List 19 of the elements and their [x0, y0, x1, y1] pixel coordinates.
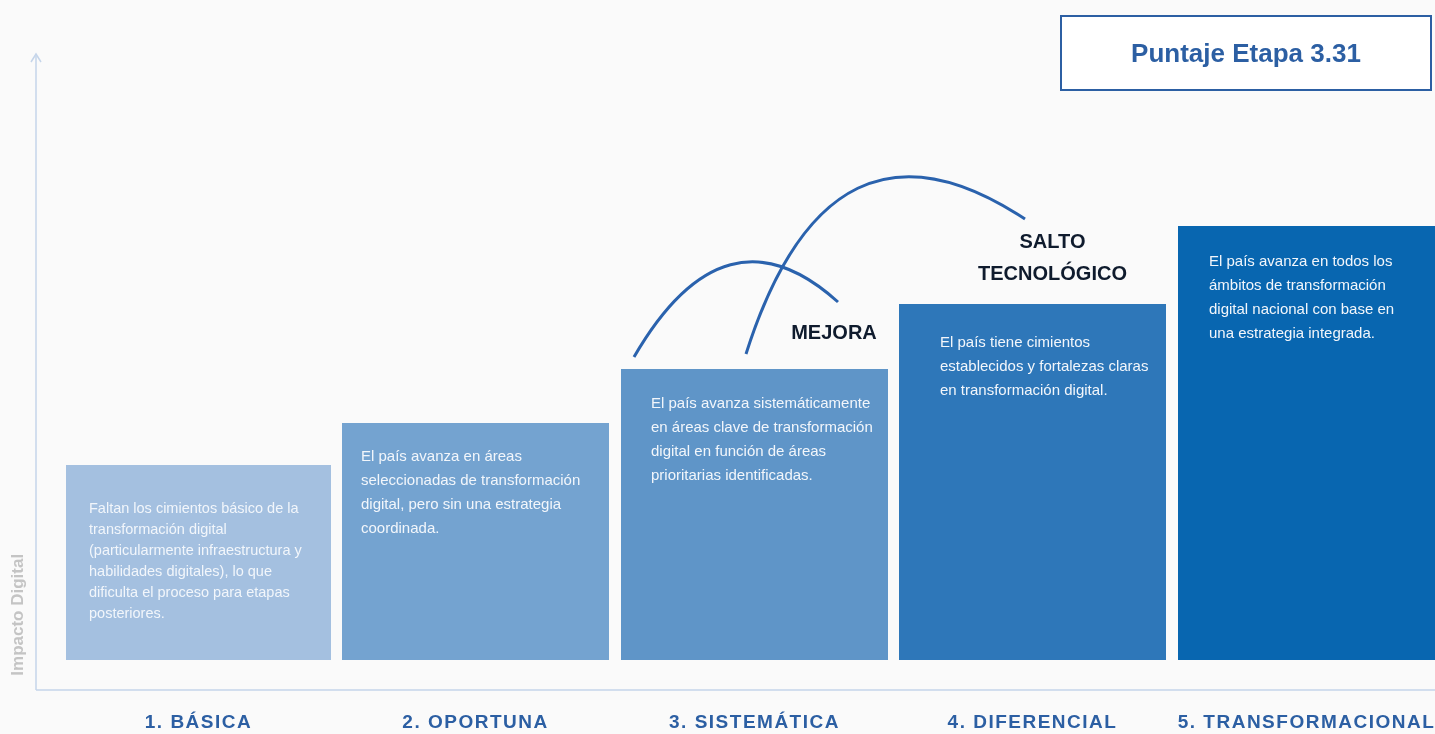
stage-name: 4. DIFERENCIAL: [947, 710, 1118, 734]
score-text: Puntaje Etapa 3.31: [1131, 36, 1361, 70]
stage-name: 2. OPORTUNA: [402, 710, 549, 734]
stage-name: 5. TRANSFORMACIONAL: [1177, 710, 1435, 734]
stage-description: El país tiene cimientos establecidos y fortalezas claras en transformación digital.: [940, 332, 1150, 400]
stage-box: [66, 465, 331, 660]
stage-box: [1178, 226, 1435, 660]
stage-name: 3. SISTEMÁTICA: [669, 710, 840, 734]
jump-label: SALTO TECNOLÓGICO: [977, 229, 1128, 286]
stage-description: El país avanza en áreas seleccionadas de transformación digital, pero sin una estrategia coordinada.: [361, 446, 582, 538]
jump-label: MEJORA: [791, 320, 877, 345]
stage-description: Faltan los cimientos básico de la transformación digital (particularmente infraestructura y habilidades digitales), lo que dificulta el proceso para etapas posteriores.: [89, 499, 303, 623]
stage-description: El país avanza sistemáticamente en áreas clave de transformación digital en función de áreas prioritarias identificadas.: [651, 393, 874, 485]
stage-box: [899, 304, 1166, 660]
stage-box: [342, 423, 609, 660]
stage-name: 1. BÁSICA: [144, 710, 253, 734]
stage-description: El país avanza en todos los ámbitos de transformación digital nacional con base en una estrategia integrada.: [1209, 251, 1396, 343]
score-box: [1060, 15, 1432, 91]
stage-box: [621, 369, 888, 660]
